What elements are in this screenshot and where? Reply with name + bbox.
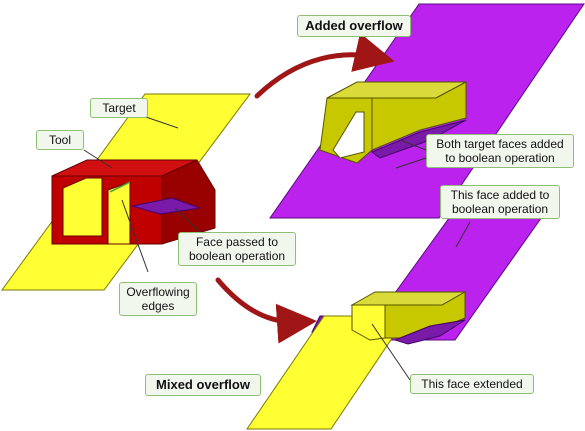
added-box-opening bbox=[332, 111, 365, 159]
overflowing-edge bbox=[109, 181, 131, 193]
label-face-passed-1: Face passed to bbox=[195, 235, 279, 249]
leader-lines bbox=[83, 114, 471, 381]
callout-tool: Tool bbox=[36, 130, 84, 150]
leader-this-face-added bbox=[455, 221, 471, 248]
callout-this-face-added: This face added to boolean operation bbox=[440, 185, 560, 219]
callout-face-passed: Face passed to boolean operation bbox=[178, 232, 296, 266]
label-target: Target bbox=[102, 101, 136, 115]
leader-both-target-2 bbox=[395, 157, 427, 169]
added-overflow-result bbox=[269, 3, 585, 219]
label-tool: Tool bbox=[48, 133, 71, 147]
leader-face-passed bbox=[174, 207, 201, 233]
face-passed-strip bbox=[131, 197, 201, 215]
leader-this-face-extended bbox=[371, 323, 411, 381]
mixed-overflow-result bbox=[246, 213, 545, 430]
leader-tool bbox=[83, 149, 113, 169]
added-box-side bbox=[371, 81, 467, 151]
tool-opening bbox=[62, 177, 103, 237]
arrow-to-mixed-overflow bbox=[215, 277, 317, 344]
callout-mixed-overflow: Mixed overflow bbox=[145, 374, 261, 396]
label-overflowing-2: edges bbox=[141, 299, 175, 313]
callout-added-overflow: Added overflow bbox=[297, 15, 411, 37]
label-this-face-added-2: boolean operation bbox=[451, 202, 549, 216]
label-mixed-overflow: Mixed overflow bbox=[156, 377, 250, 392]
callout-overflowing-edges: Overflowing edges bbox=[119, 282, 197, 316]
label-added-overflow: Added overflow bbox=[305, 18, 403, 33]
callout-this-face-extended: This face extended bbox=[410, 374, 534, 394]
added-box-dark-face bbox=[371, 119, 467, 159]
leader-both-target bbox=[399, 139, 427, 151]
label-this-face-added-1: This face added to bbox=[450, 188, 550, 202]
label-face-passed-2: boolean operation bbox=[188, 249, 286, 263]
left-setup bbox=[1, 93, 251, 291]
label-both-target-1: Both target faces added bbox=[436, 137, 564, 151]
label-this-face-extended: This face extended bbox=[421, 377, 523, 391]
arrow-to-added-overflow bbox=[254, 32, 395, 99]
tool-front-yellow bbox=[107, 181, 131, 245]
callout-both-target-faces: Both target faces added to boolean opera… bbox=[426, 134, 574, 168]
label-both-target-2: to boolean operation bbox=[445, 151, 555, 165]
tool-side-face bbox=[161, 159, 216, 245]
mixed-box-dark-face bbox=[393, 319, 466, 345]
label-overflowing-1: Overflowing bbox=[126, 285, 190, 299]
leader-overflowing bbox=[121, 199, 149, 273]
callout-target: Target bbox=[90, 98, 148, 118]
